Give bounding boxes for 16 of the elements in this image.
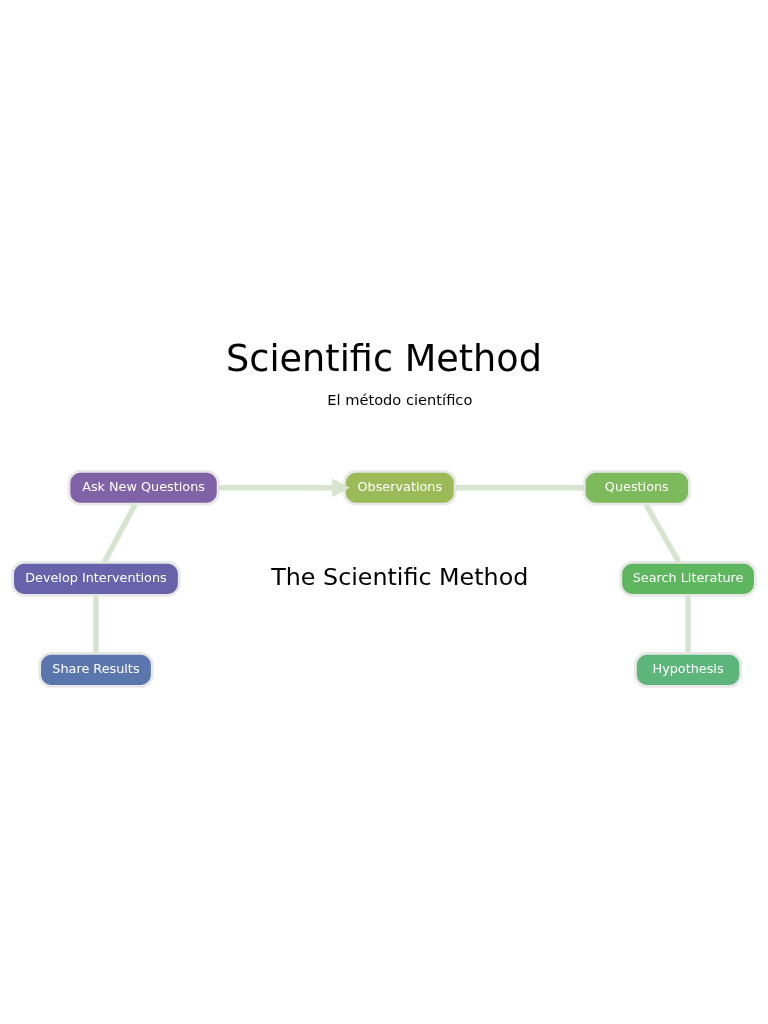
connector <box>685 595 691 654</box>
node-box: Observations <box>343 469 457 506</box>
node-box: Share Results <box>38 652 154 688</box>
connector <box>455 485 584 491</box>
node-box: Ask New Questions <box>67 469 220 506</box>
diagram-title: Scientific Method <box>226 336 542 380</box>
connector <box>101 503 138 564</box>
node-box: Search Literature <box>619 560 757 597</box>
arrow <box>218 478 351 498</box>
node-box: Develop Interventions <box>11 560 181 597</box>
node-box: Questions <box>582 469 691 506</box>
label: El método científico <box>327 391 473 409</box>
connector <box>643 503 682 564</box>
label: The Scientific Method <box>271 562 529 591</box>
node-box: Hypothesis <box>634 652 743 688</box>
connector <box>93 595 99 654</box>
